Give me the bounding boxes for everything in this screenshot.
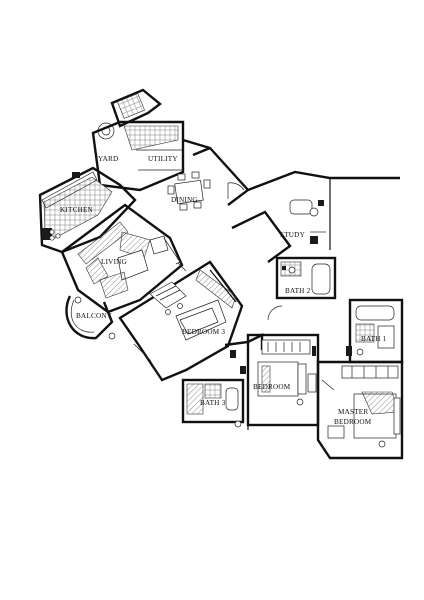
room-label-living: LIVING <box>101 258 127 266</box>
room-label-kitchen: KITCHEN <box>60 206 94 214</box>
room-label-dining: DINING <box>171 196 198 204</box>
room-label-bedroom-3: BEDROOM 3 <box>182 328 225 336</box>
room-label-bath-2: BATH 2 <box>285 287 311 295</box>
bath-3-area <box>181 378 245 428</box>
dining-area <box>167 138 250 211</box>
bath-1-area <box>346 298 404 364</box>
master-bedroom-area <box>316 360 404 460</box>
kitchen-area <box>38 166 137 254</box>
room-label-bath-3: BATH 3 <box>200 399 226 407</box>
room-label-study: STUDY <box>280 231 306 239</box>
room-label-bedroom: BEDROOM <box>253 383 291 391</box>
room-label-utility: UTILITY <box>148 155 178 163</box>
room-label-bath-1: BATH 1 <box>361 335 387 343</box>
room-label-balcony: BALCONY <box>76 312 113 320</box>
bedroom-3-area <box>118 260 244 382</box>
room-label-master-bedroom: BEDROOM <box>334 418 372 426</box>
bath-2-area <box>275 256 337 300</box>
room-label-yard: YARD <box>98 155 118 163</box>
room-label-master: MASTER <box>338 408 368 416</box>
living-area <box>60 203 187 314</box>
yard-area <box>91 88 185 192</box>
balcony-area <box>65 295 116 340</box>
study-area <box>231 170 400 263</box>
bedroom-area <box>246 333 320 427</box>
